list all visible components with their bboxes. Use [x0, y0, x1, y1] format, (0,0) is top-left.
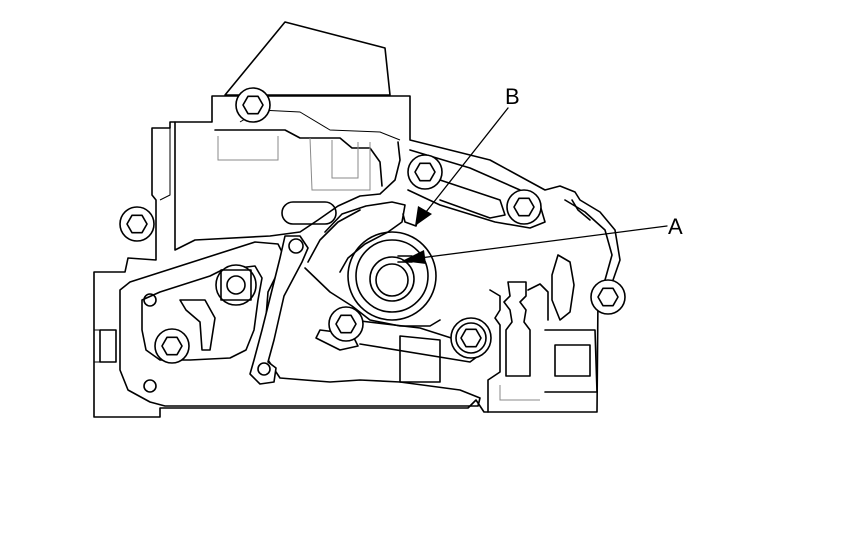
bolt-1	[235, 87, 271, 123]
top-plate	[224, 21, 391, 96]
left-plate	[94, 241, 481, 407]
upper-rail	[407, 149, 546, 229]
lower-right-section	[487, 281, 598, 413]
bolt-7	[328, 306, 364, 342]
callout-a-label: A	[668, 214, 683, 239]
housing-outline	[93, 95, 621, 418]
bolt-6	[154, 328, 190, 364]
callout-a: A	[402, 214, 683, 264]
bolt-9	[590, 279, 626, 315]
bolt-3	[506, 189, 542, 225]
bolt-8	[450, 317, 492, 359]
upper-cover	[174, 121, 401, 251]
callout-b: B	[415, 84, 520, 226]
callout-b-label: B	[505, 84, 520, 109]
bolt-2	[407, 154, 443, 190]
detent-lever	[249, 235, 309, 385]
bolt-4	[119, 206, 155, 242]
bolt-5	[215, 264, 257, 306]
shift-mechanism	[304, 201, 479, 383]
